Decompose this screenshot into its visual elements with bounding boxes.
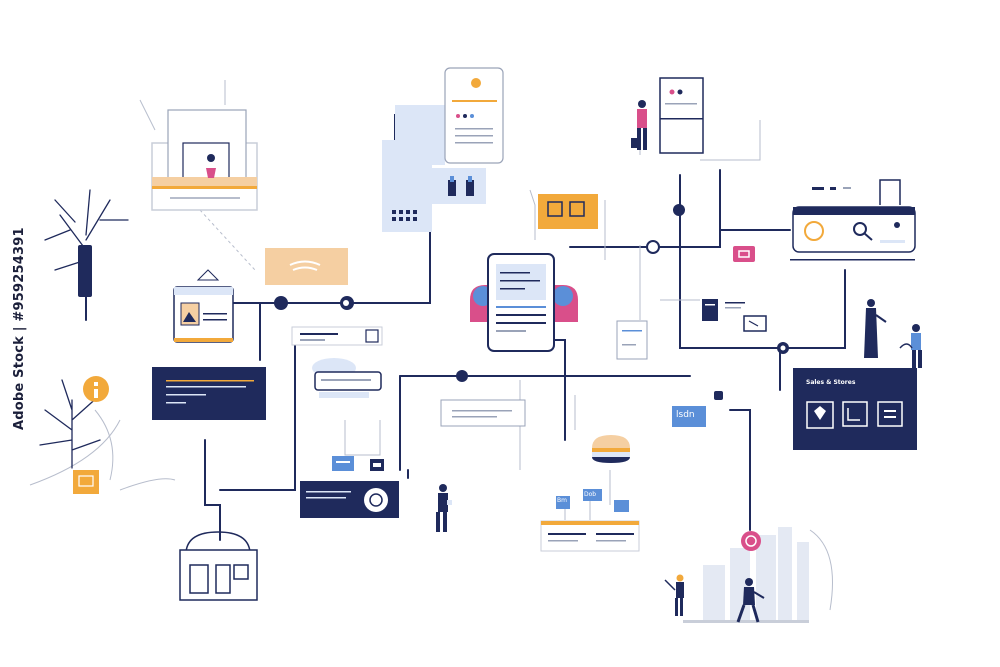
tree-top-left xyxy=(44,189,129,321)
tall-building xyxy=(382,105,445,232)
tablet-card xyxy=(659,77,704,154)
shop-badge xyxy=(73,470,99,494)
person-right-2 xyxy=(899,324,922,368)
small-icons-mid xyxy=(332,456,384,471)
bar-chart-graphic xyxy=(683,527,809,623)
magenta-badge xyxy=(733,246,755,262)
db-chip-label: Dob xyxy=(584,491,597,498)
navy-dashboard-panel xyxy=(793,368,917,450)
info-badge-orange xyxy=(83,376,109,402)
small-router-cards xyxy=(702,299,767,332)
striped-dome xyxy=(592,435,630,463)
triangle-icon xyxy=(196,269,220,281)
bm-chip-label: Bm xyxy=(557,497,567,504)
person-bottom-2 xyxy=(736,578,765,623)
navy-search-panel xyxy=(300,481,399,518)
peach-card xyxy=(265,248,348,285)
document-card-top xyxy=(444,67,504,164)
lsd-chip xyxy=(672,406,706,427)
picture-card xyxy=(151,109,258,211)
laptop-bottom-left xyxy=(179,531,258,601)
bottom-mid-form xyxy=(540,520,640,552)
person-right-1 xyxy=(864,299,887,358)
window-card-left xyxy=(173,286,234,343)
central-phone xyxy=(470,253,578,352)
small-doc-card xyxy=(616,320,648,360)
text-form-card xyxy=(440,399,526,427)
cloud-server xyxy=(312,358,382,398)
tree-bottom-left xyxy=(39,379,101,469)
router-device xyxy=(790,179,916,261)
orange-card xyxy=(538,194,598,229)
person-center xyxy=(436,484,452,532)
person-top xyxy=(631,100,647,150)
toolbar-strip xyxy=(291,326,383,346)
stock-watermark: Adobe Stock | #959254391 xyxy=(12,227,27,430)
dashboard-panel-title: Sales & Stores xyxy=(806,379,856,386)
node-labels-mid xyxy=(556,489,629,512)
lsd-chip-label: lsdn xyxy=(676,410,695,420)
connector-nodes xyxy=(274,204,789,400)
plug-card xyxy=(432,168,486,204)
person-bottom-1 xyxy=(664,574,684,616)
navy-text-panel-left xyxy=(152,367,266,420)
